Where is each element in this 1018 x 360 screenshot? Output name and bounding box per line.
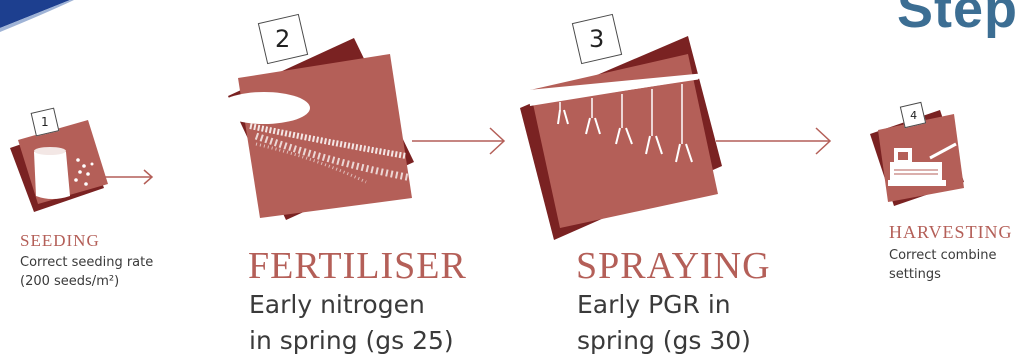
sprayer-boom-icon <box>528 72 716 163</box>
step-3-arrow <box>716 127 832 155</box>
seed-bag-icon <box>34 147 94 199</box>
step-2-desc-line2: in spring (gs 25) <box>249 326 454 355</box>
step-4-desc-line2: settings <box>889 267 941 282</box>
step-2-title: FERTILISER <box>248 245 467 287</box>
step-3-tile <box>520 36 832 240</box>
step-1-desc-line2: (200 seeds/m²) <box>20 274 120 289</box>
step-1-arrow <box>104 169 154 185</box>
combine-harvester-icon <box>888 142 957 186</box>
step-1-desc-line1: Correct seeding rate <box>20 255 154 270</box>
page-heading: Step <box>896 0 1018 39</box>
step-2-tile <box>218 38 506 220</box>
step-4-title: HARVESTING <box>889 222 1013 242</box>
step-1-tile <box>10 120 154 212</box>
step-4-desc-line1: Correct combine <box>889 248 997 263</box>
step-2-arrow <box>412 127 506 155</box>
fertiliser-spreader-icon <box>218 92 413 184</box>
step-4-tile <box>870 110 964 206</box>
step-3-title: SPRAYING <box>576 245 771 287</box>
step-2-desc-line1: Early nitrogen <box>249 290 425 319</box>
step-3-desc-line1: Early PGR in <box>577 290 731 319</box>
step-3-desc-line2: spring (gs 30) <box>577 326 751 355</box>
corner-decoration <box>0 0 74 32</box>
step-1-title: SEEDING <box>20 231 100 250</box>
